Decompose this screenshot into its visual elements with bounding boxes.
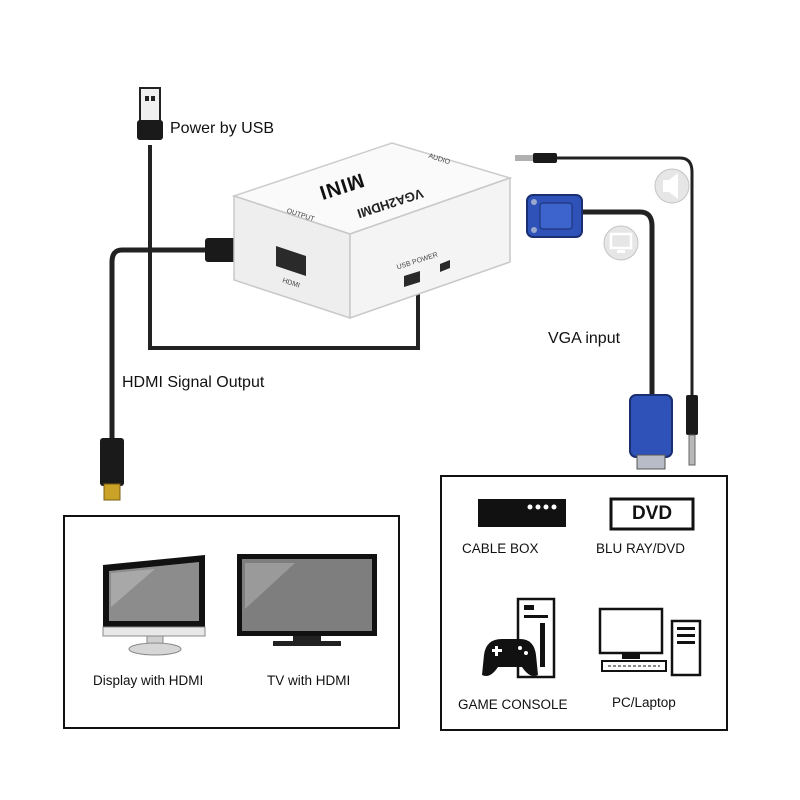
label-vga-input: VGA input: [548, 330, 621, 347]
pc-icon: [598, 607, 702, 677]
label-hdmi-signal-output: HDMI Signal Output: [122, 374, 265, 391]
speaker-icon: [654, 168, 690, 204]
audio-jack-device: [515, 153, 557, 163]
vga-cable: [580, 209, 655, 395]
tv-icon: [237, 554, 377, 646]
monitor-icon: [603, 225, 639, 261]
caption-display-with-hdmi: Display with HDMI: [93, 673, 204, 688]
caption-cable-box: CABLE BOX: [462, 541, 539, 556]
input-devices-panel: DVD CABLE BOX BLU RAY/DVD GAME CONSOLE P…: [440, 475, 728, 731]
caption-pc-laptop: PC/Laptop: [612, 695, 676, 710]
hdmi-plug-end: [100, 438, 124, 501]
vga-connector-device: [526, 194, 583, 238]
caption-tv-with-hdmi: TV with HDMI: [267, 673, 351, 688]
caption-blu-ray-dvd: BLU RAY/DVD: [596, 541, 686, 556]
input-devices-art: [478, 497, 702, 679]
game-console-icon: [482, 597, 556, 679]
usb-power-cable: [148, 145, 420, 350]
output-devices-art: [102, 554, 377, 656]
dvd-badge-text: DVD: [631, 503, 673, 524]
usb-plug: [137, 87, 163, 140]
cable-box-icon: [478, 499, 566, 527]
label-power-by-usb: Power by USB: [170, 120, 275, 137]
display-icon: [102, 555, 206, 656]
audio-jack-end: [686, 395, 698, 466]
vga-connector-end: [629, 394, 673, 470]
output-devices-panel: Display with HDMI TV with HDMI: [63, 515, 400, 729]
caption-game-console: GAME CONSOLE: [458, 697, 568, 712]
hdmi-output-cable: [109, 247, 205, 440]
converter-box: [231, 142, 513, 320]
audio-cable: [556, 156, 694, 395]
dvd-icon: [609, 497, 695, 531]
